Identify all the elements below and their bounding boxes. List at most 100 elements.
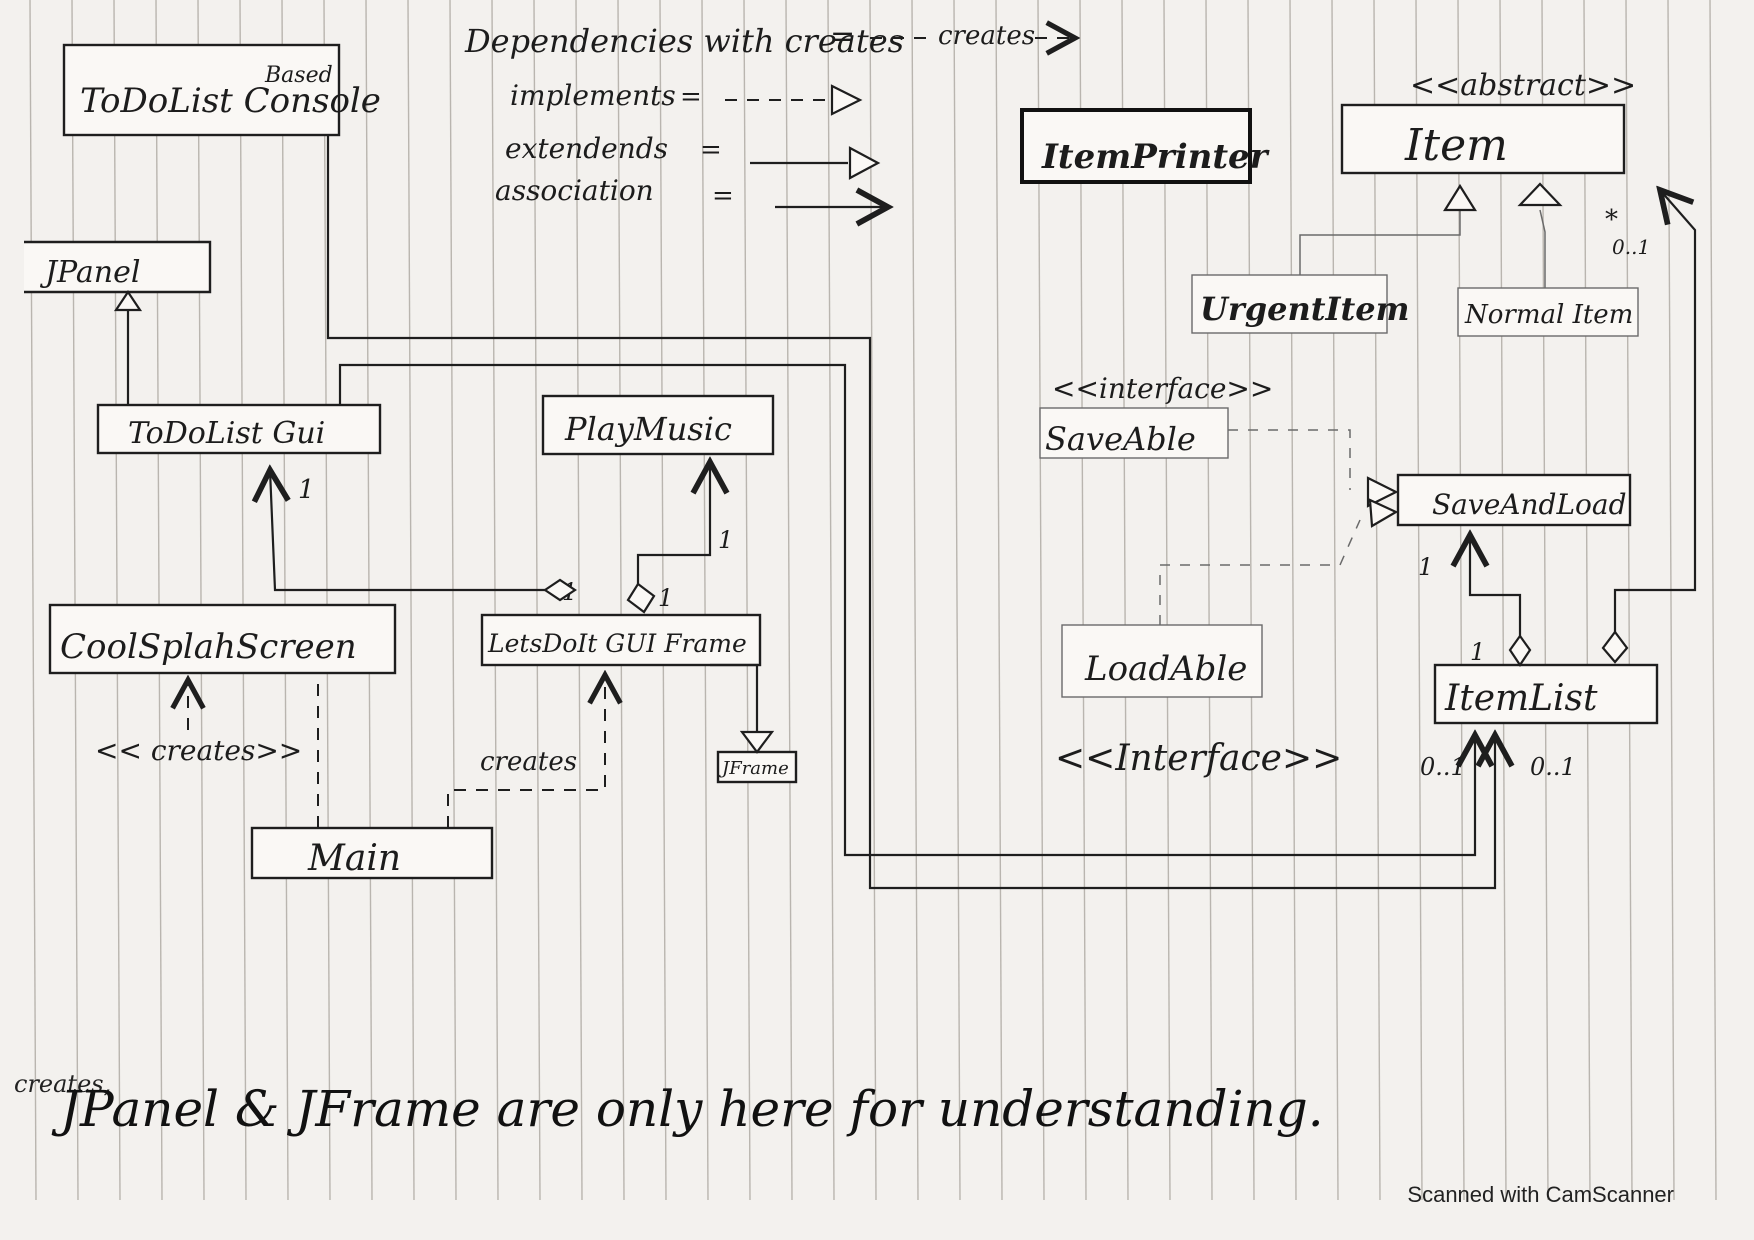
letsdoit-gui-diamond <box>543 578 577 602</box>
mult-gui-1: 1 <box>298 475 315 505</box>
ruled-line <box>1541 0 1549 1201</box>
jframe-name: JFrame <box>718 758 789 779</box>
letsdoit-name: LetsDoIt GUI Frame <box>487 629 747 658</box>
ruled-line <box>1163 0 1171 1201</box>
ruled-line <box>1415 0 1423 1201</box>
class-loadable: LoadAble <<Interface>> <box>1055 624 1342 779</box>
legend-implements-eq: = <box>680 82 702 112</box>
ruled-line <box>29 0 37 1201</box>
ruled-line <box>1247 0 1255 1201</box>
normalitem-box <box>1457 287 1639 337</box>
mult-save-1: 1 <box>1418 553 1433 581</box>
ruled-line <box>911 0 919 1201</box>
jframe-inherit-triangle <box>739 730 775 754</box>
todolist-console-tag: Based <box>264 63 333 88</box>
jpanel-inherit-triangle <box>113 290 143 312</box>
ruled-line <box>491 0 499 1201</box>
itemlist-name: ItemList <box>1444 678 1598 719</box>
playmusic-box <box>541 394 775 456</box>
console-to-itemlist-association <box>326 135 1495 890</box>
ruled-line <box>659 0 667 1201</box>
legend-extends-triangle <box>848 146 881 180</box>
class-item: <<abstract>> Item <box>1340 68 1636 175</box>
itemprinter-box <box>1020 108 1252 184</box>
class-urgentitem: UrgentItem <box>1191 274 1410 334</box>
class-jframe: JFrame <box>716 750 798 784</box>
class-todolist-console: ToDoList Console Based <box>62 43 381 137</box>
letsdoit-to-gui-aggregation <box>270 470 545 592</box>
urgent-item-triangle <box>1443 183 1477 212</box>
ruled-line <box>449 0 457 1201</box>
ruled-line <box>1205 0 1213 1201</box>
label-creates-splash: << creates>> <box>95 734 302 767</box>
ruled-line <box>701 0 709 1201</box>
legend-extends-eq: = <box>700 135 722 165</box>
saveable-box <box>1039 407 1229 459</box>
ruled-line <box>827 0 835 1201</box>
gui-to-itemlist-association <box>338 363 1475 857</box>
ruled-line <box>1499 0 1507 1201</box>
saveandload-implements-saveable <box>1228 429 1351 490</box>
class-jpanel: JPanel <box>24 240 212 294</box>
ruled-line <box>1331 0 1339 1201</box>
item-name: Item <box>1404 120 1508 171</box>
todolist-console-name: ToDoList Console <box>80 81 381 121</box>
loadable-name: LoadAble <box>1084 649 1247 689</box>
itemlist-to-saveandload <box>1470 535 1522 645</box>
legend-implements-triangle <box>830 84 863 116</box>
class-saveable: <<interface>> SaveAble <box>1039 372 1273 459</box>
todolist-gui-name: ToDoList Gui <box>128 416 325 451</box>
legend-title-eq: = <box>830 19 855 54</box>
legend-creates-label: creates <box>938 21 1035 51</box>
letsdoit-play-diamond <box>626 582 656 614</box>
itemlist-to-item <box>1613 190 1697 640</box>
footer-note: JPanel & JFrame are only here for unders… <box>60 1080 1324 1138</box>
class-todolist-gui: ToDoList Gui <box>96 403 382 455</box>
ruled-line <box>113 0 121 1201</box>
main-creates-frame-line <box>447 675 605 828</box>
main-box <box>250 826 494 880</box>
saveable-stereotype: <<interface>> <box>1052 372 1273 405</box>
itemlist-box <box>1433 663 1659 725</box>
saveable-impl-triangle <box>1366 476 1399 508</box>
legend-association: association <box>495 174 654 207</box>
urgentitem-name: UrgentItem <box>1200 290 1410 328</box>
item-stereotype: <<abstract>> <box>1410 68 1636 103</box>
class-saveandload: SaveAndLoad <box>1396 473 1632 527</box>
todolist-gui-box <box>96 403 382 455</box>
legend: Dependencies with creates = creates impl… <box>464 19 1075 211</box>
mult-lets-1b: 1 <box>658 584 673 612</box>
loadable-impl-triangle <box>1368 498 1399 528</box>
playmusic-name: PlayMusic <box>564 410 732 448</box>
itemprinter-name: ItemPrinter <box>1041 137 1270 177</box>
legend-title: Dependencies with creates <box>464 22 904 60</box>
footer-creates: creates, <box>14 1070 112 1098</box>
ruled-line <box>617 0 625 1201</box>
ruled-line <box>155 0 163 1201</box>
cool-splash-name: CoolSplahScreen <box>60 627 357 667</box>
ruled-line <box>1037 0 1045 1201</box>
mult-item-star: * <box>1605 205 1618 235</box>
urgent-extends-item-line <box>1299 210 1461 275</box>
itemlist-item-diamond <box>1601 630 1629 664</box>
legend-extends: extendends <box>505 132 668 165</box>
ruled-line <box>71 0 79 1201</box>
class-cool-splash: CoolSplahScreen <box>48 603 397 675</box>
scanner-watermark: Scanned with CamScanner <box>1407 1182 1674 1207</box>
mult-itemlist-1: 1 <box>1470 638 1485 666</box>
jframe-box <box>716 750 798 784</box>
cool-splash-box <box>48 603 397 675</box>
class-letsdoit-frame: LetsDoIt GUI Frame <box>480 613 762 667</box>
ruled-line <box>197 0 205 1201</box>
main-name: Main <box>307 838 401 879</box>
letsdoit-to-playmusic-aggregation <box>636 462 710 588</box>
saveandload-name: SaveAndLoad <box>1432 488 1627 521</box>
loadable-box <box>1061 624 1263 698</box>
mult-itemlist-0b: 0..1 <box>1530 753 1576 781</box>
ruled-line <box>239 0 247 1201</box>
ruled-lines <box>29 0 1717 1201</box>
item-box <box>1340 103 1626 175</box>
jpanel-box <box>24 240 212 294</box>
ruled-line <box>365 0 373 1201</box>
